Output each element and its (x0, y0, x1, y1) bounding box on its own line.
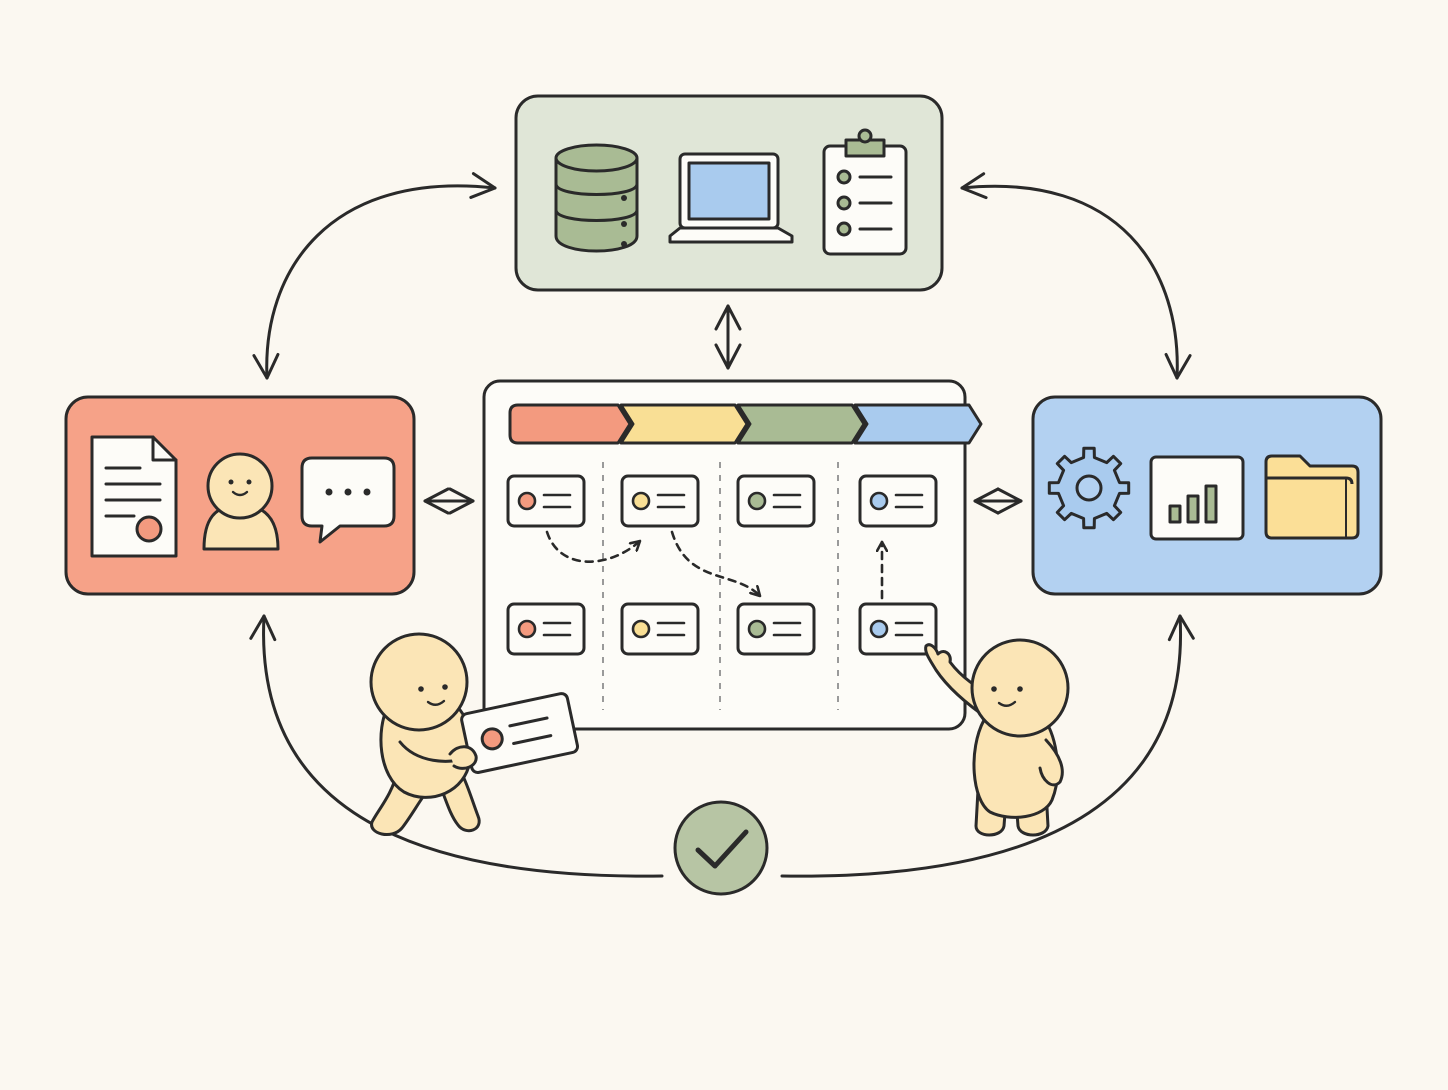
right-panel (1031, 395, 1383, 596)
arrow-bottom-left (249, 614, 664, 878)
arrow-top-right (960, 172, 1192, 380)
kanban-card[interactable] (736, 602, 816, 656)
arrow-top-left (252, 172, 497, 380)
stage-segment-2 (619, 403, 749, 445)
card-status-dot (517, 491, 537, 511)
stage-segment-3 (736, 403, 866, 445)
kanban-card[interactable] (858, 602, 938, 656)
character-pointing (924, 638, 1070, 837)
card-status-dot (631, 619, 651, 639)
folder-icon (1264, 454, 1360, 540)
stage-progress-bar (508, 403, 983, 445)
kanban-card[interactable] (858, 474, 938, 528)
stage-segment-1 (508, 403, 632, 445)
card-status-dot (869, 619, 889, 639)
checkmark-icon (695, 829, 749, 869)
laptop-icon (668, 152, 794, 244)
gear-icon (1047, 446, 1131, 530)
column-dividers (602, 462, 839, 710)
flow-arrow-1 (545, 530, 642, 563)
chat-bubble-icon (300, 456, 396, 544)
checkmark-badge (673, 800, 769, 896)
kanban-card[interactable] (506, 474, 586, 528)
card-status-dot (747, 619, 767, 639)
document-icon (90, 435, 178, 558)
carried-card (460, 692, 580, 774)
top-panel (514, 94, 944, 292)
stage-segment-4 (853, 403, 983, 445)
character-carrying-card (369, 632, 580, 837)
card-status-dot (517, 619, 537, 639)
kanban-card[interactable] (620, 474, 700, 528)
clipboard-checklist-icon (822, 128, 908, 256)
card-status-dot (869, 491, 889, 511)
card-status-dot (747, 491, 767, 511)
flow-arrow-2 (670, 530, 762, 598)
database-icon (554, 143, 639, 253)
card-flow-arrows (545, 530, 882, 600)
kanban-card[interactable] (506, 602, 586, 656)
kanban-board (482, 379, 983, 731)
arrow-bottom-right (780, 614, 1195, 878)
cycle-arrows (249, 172, 1195, 878)
kanban-card[interactable] (736, 474, 816, 528)
kanban-card[interactable] (620, 602, 700, 656)
kanban-cards (506, 474, 938, 656)
bar-chart-icon (1149, 455, 1245, 541)
left-panel (64, 395, 416, 596)
card-status-dot (631, 491, 651, 511)
user-icon (202, 452, 280, 551)
